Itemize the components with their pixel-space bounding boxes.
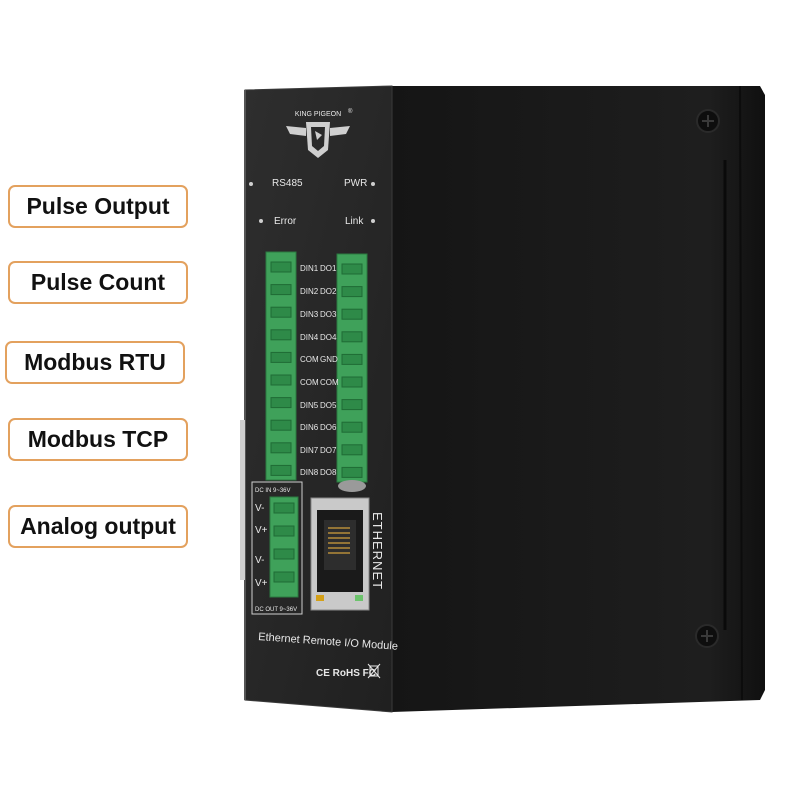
din-rail-edge (240, 420, 245, 580)
terminal-label-left: DIN2 (300, 287, 319, 296)
terminal-label-right: DO4 (320, 333, 337, 342)
link-led-icon (371, 219, 375, 223)
terminal-screw-slot (273, 571, 295, 583)
terminal-label-left: DIN1 (300, 264, 319, 273)
power-pin-label: V+ (255, 578, 268, 589)
error-led-icon (259, 219, 263, 223)
terminal-screw-slot (270, 419, 292, 431)
terminal-screw-slot (270, 442, 292, 454)
terminal-screw-slot (270, 306, 292, 318)
feature-label-pulse-output: Pulse Output (8, 185, 188, 228)
feature-label-modbus-rtu: Modbus RTU (5, 341, 185, 384)
king-pigeon-logo (286, 122, 350, 158)
terminal-label-right: DO5 (320, 401, 337, 410)
screw-icon-top (696, 109, 720, 133)
power-out-label: DC OUT 9~36V (255, 607, 297, 613)
ethernet-label: ETHERNET (370, 512, 385, 590)
terminal-label-right: GND (320, 355, 338, 364)
right-terminal-block (336, 253, 368, 492)
pwr-led-icon (371, 182, 375, 186)
terminal-label-right: DO1 (320, 264, 337, 273)
registered-mark: ® (348, 108, 353, 115)
terminal-label-right: COM (320, 378, 339, 387)
terminal-label-right: DO2 (320, 287, 337, 296)
terminal-screw-slot (341, 286, 363, 298)
error-indicator-label: Error (274, 216, 297, 227)
terminal-label-left: DIN5 (300, 401, 319, 410)
terminal-label-left: DIN3 (300, 310, 319, 319)
terminal-screw-slot (273, 525, 295, 537)
terminal-screw-slot (341, 353, 363, 365)
ethernet-port (310, 497, 370, 611)
terminal-screw-slot (273, 548, 295, 560)
terminal-label-left: COM (300, 355, 319, 364)
terminal-label-right: DO6 (320, 423, 337, 432)
terminal-label-left: DIN8 (300, 468, 319, 477)
terminal-label-right: DO3 (320, 310, 337, 319)
screw-icon-bottom (695, 624, 719, 648)
terminal-screw-slot (341, 466, 363, 478)
terminal-label-left: DIN7 (300, 446, 319, 455)
terminal-screw-slot (270, 261, 292, 273)
terminal-screw-slot (270, 284, 292, 296)
terminal-screw-slot (341, 421, 363, 433)
enclosure-side (392, 86, 765, 712)
terminal-screw-slot (341, 399, 363, 411)
rs485-indicator-label: RS485 (272, 178, 303, 189)
terminal-label-left: COM (300, 378, 319, 387)
terminal-label-right: DO8 (320, 468, 337, 477)
terminal-screw-slot (273, 502, 295, 514)
power-in-label: DC IN 9~36V (255, 488, 291, 494)
certifications-label: CE RoHS FC (316, 668, 376, 679)
rs485-led-icon (249, 182, 253, 186)
feature-label-analog-output: Analog output (8, 505, 188, 548)
brand-text: KING PIGEON (295, 111, 341, 118)
terminal-screw-slot (270, 397, 292, 409)
weee-bin-icon (367, 663, 381, 679)
link-indicator-label: Link (345, 216, 364, 227)
terminal-screw-slot (341, 444, 363, 456)
power-section-outline (251, 481, 303, 615)
feature-label-modbus-tcp: Modbus TCP (8, 418, 188, 461)
terminal-label-right: DO7 (320, 446, 337, 455)
terminal-screw-slot (270, 374, 292, 386)
terminal-screw-slot (270, 329, 292, 341)
terminal-screw-slot (341, 308, 363, 320)
pwr-indicator-label: PWR (344, 178, 367, 189)
left-terminal-labels: DIN1 DIN2 DIN3 DIN4 COM COM DIN5 DIN6 DI… (300, 264, 319, 477)
terminal-screw-slot (341, 263, 363, 275)
power-pin-label: V- (255, 503, 264, 514)
power-pin-label: V- (255, 555, 264, 566)
terminal-label-left: DIN4 (300, 333, 319, 342)
terminal-screw-slot (341, 376, 363, 388)
right-terminal-labels: DO1 DO2 DO3 DO4 GND COM DO5 DO6 DO7 DO8 (320, 264, 339, 477)
terminal-screw-slot (270, 464, 292, 476)
terminal-screw-slot (341, 331, 363, 343)
terminal-screw-slot (270, 351, 292, 363)
left-terminal-block (265, 251, 297, 481)
feature-label-pulse-count: Pulse Count (8, 261, 188, 304)
power-pin-label: V+ (255, 525, 268, 536)
terminal-label-left: DIN6 (300, 423, 319, 432)
